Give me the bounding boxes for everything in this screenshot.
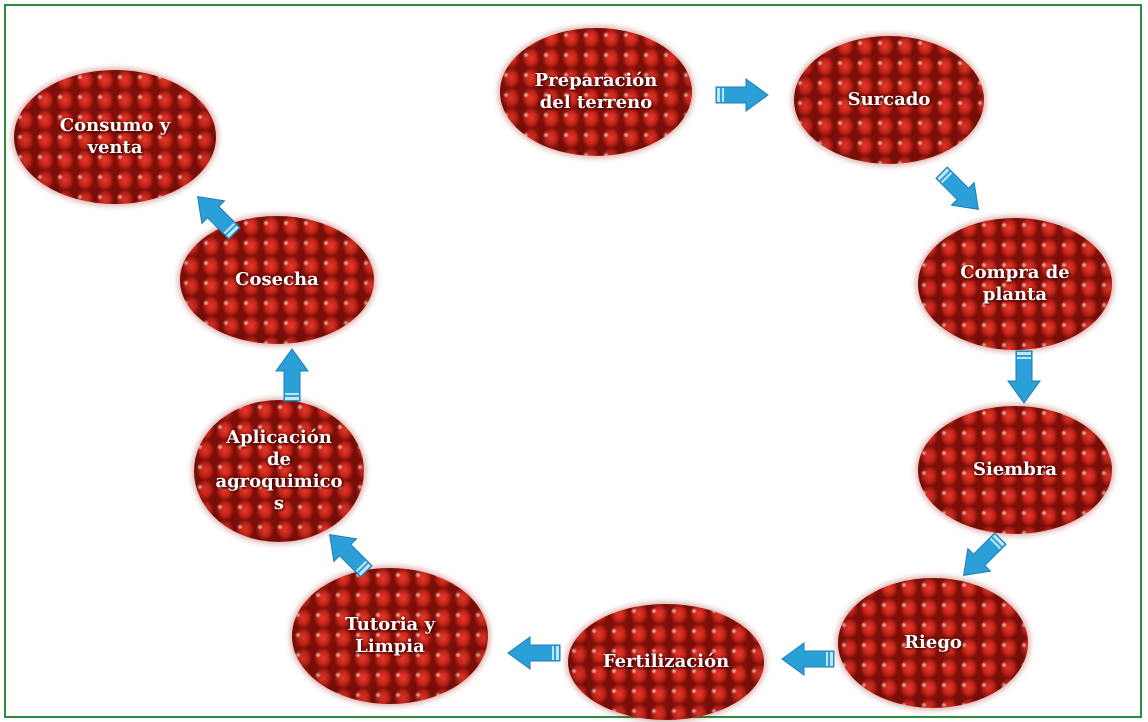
step-aplicacion-de-agroquimicos: Aplicación de agroquimico s: [194, 400, 364, 542]
arrow-down-icon: [1007, 350, 1041, 404]
step-label: Consumo y venta: [59, 115, 171, 158]
step-tutoria-y-limpia: Tutoria y Limpia: [292, 568, 488, 704]
step-consumo-y-venta: Consumo y venta: [14, 70, 216, 204]
step-label: Compra de planta: [960, 262, 1070, 305]
step-label: Tutoria y Limpia: [345, 614, 435, 657]
step-label: Siembra: [972, 459, 1058, 480]
step-label: Aplicación de agroquimico s: [215, 427, 343, 514]
step-fertilizacion: Fertilización: [568, 604, 764, 720]
step-label: Preparación del terreno: [534, 70, 658, 113]
arrow-left-icon: [507, 636, 561, 670]
step-riego: Riego: [838, 578, 1028, 708]
step-label: Fertilización: [602, 651, 730, 672]
step-siembra: Siembra: [918, 406, 1112, 534]
arrow-up-right-icon: [329, 534, 373, 578]
step-preparacion-del-terreno: Preparación del terreno: [500, 28, 692, 156]
step-compra-de-planta: Compra de planta: [918, 218, 1112, 350]
diagram-frame: Preparación del terreno Surcado Compra d…: [4, 4, 1142, 720]
step-label: Riego: [904, 632, 962, 653]
arrow-down-right-icon: [935, 166, 979, 210]
arrow-right-icon: [715, 78, 769, 112]
arrow-up-icon: [275, 348, 309, 402]
arrow-up-left-icon: [197, 196, 241, 240]
step-surcado: Surcado: [794, 36, 984, 164]
arrow-left-icon: [781, 642, 835, 676]
arrow-down-left-icon: [963, 532, 1007, 576]
step-label: Surcado: [847, 89, 931, 110]
step-label: Cosecha: [235, 269, 319, 290]
step-cosecha: Cosecha: [180, 216, 374, 344]
